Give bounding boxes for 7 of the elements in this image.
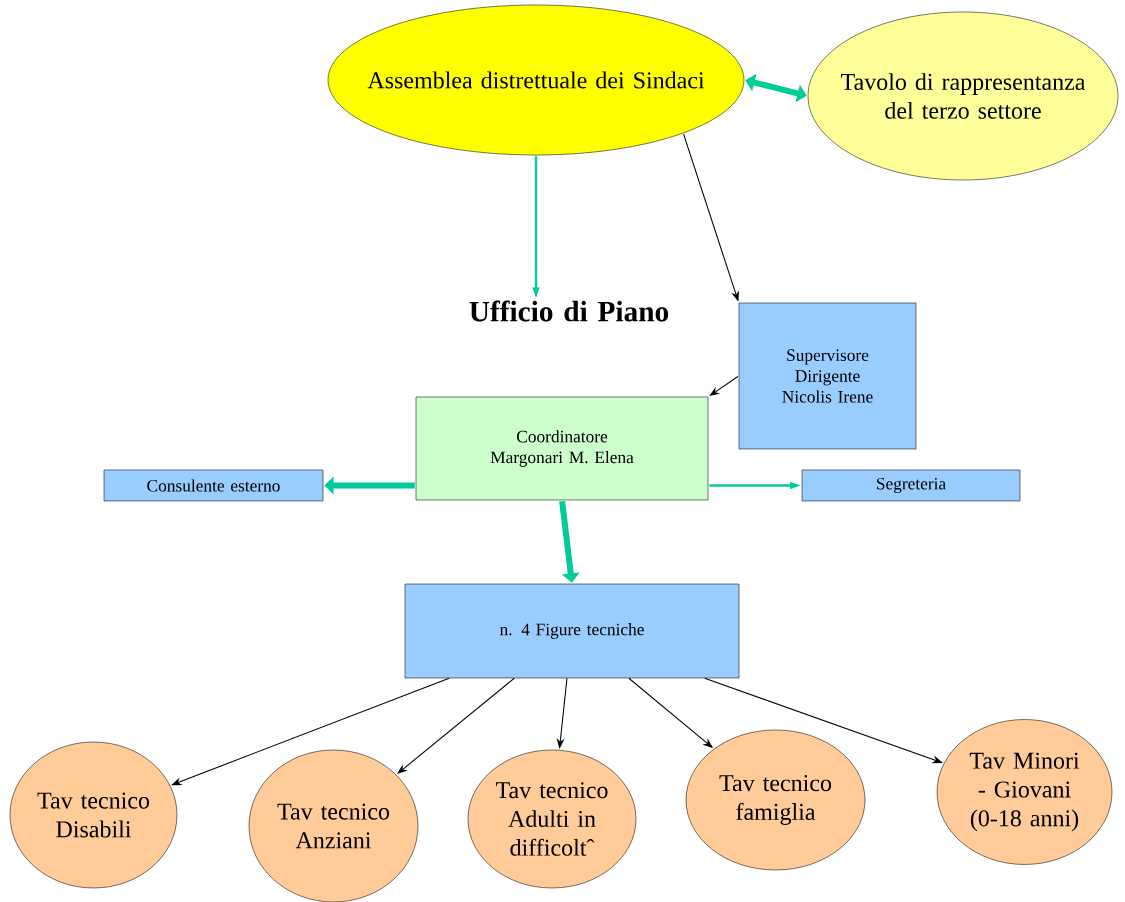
role-box: Segreteria — [801, 469, 1021, 502]
coordinator-box: Coordinatore Margonari M. Elena — [415, 396, 709, 501]
heading: Ufficio di Piano — [469, 300, 669, 322]
role-box: Consulente esterno — [103, 469, 324, 502]
person-box: Supervisore Dirigente Nicolis Irene — [738, 302, 917, 450]
arrow — [559, 500, 580, 583]
team-box: n. 4 Figure tecniche — [404, 583, 740, 679]
